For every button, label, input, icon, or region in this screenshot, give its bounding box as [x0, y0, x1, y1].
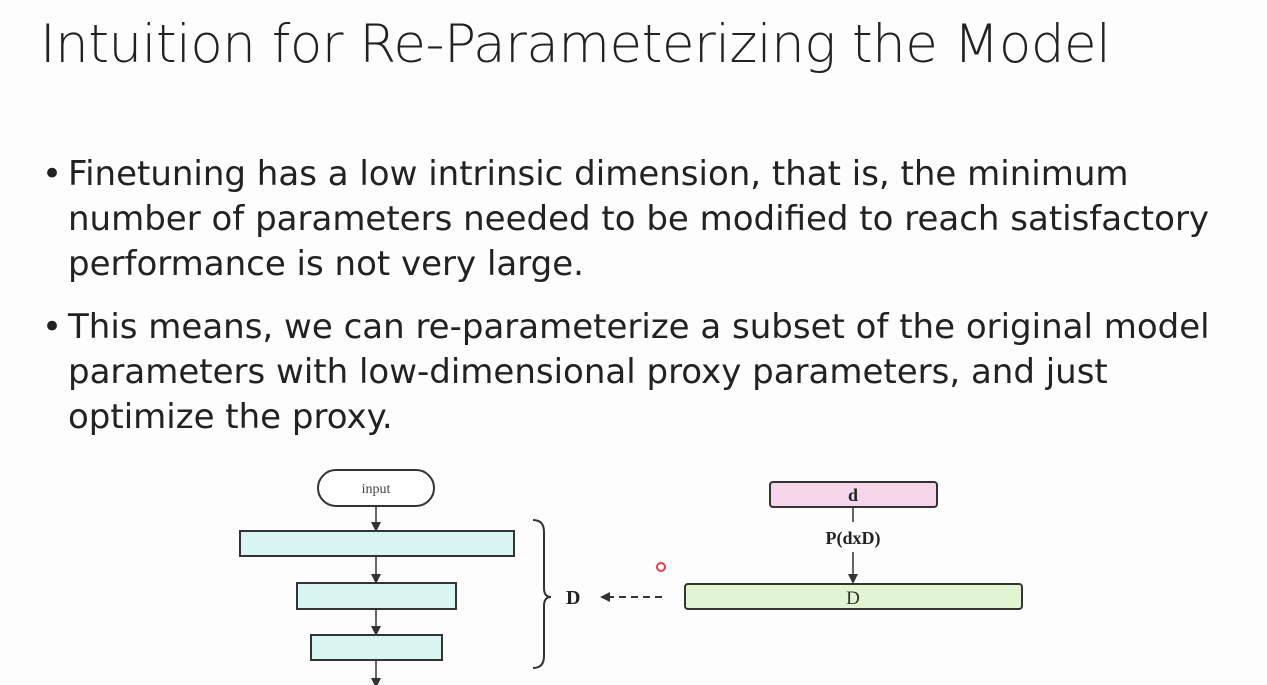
full-param-label: D: [846, 588, 860, 609]
bullet-dot: •: [42, 307, 63, 347]
slide-title: Intuition for Re-Parameterizing the Mode…: [40, 14, 1111, 75]
layer-box: [296, 582, 457, 610]
bullet-item: •This means, we can re-parameterize a su…: [40, 305, 1250, 440]
proxy-label: d: [848, 485, 858, 505]
bullet-text: This means, we can re-parameterize a sub…: [68, 307, 1210, 437]
brace: [532, 519, 552, 669]
brace-label: D: [566, 587, 580, 609]
input-label: input: [362, 482, 391, 497]
bullet-item: •Finetuning has a low intrinsic dimensio…: [40, 152, 1250, 287]
layer-box: [239, 530, 515, 557]
laser-pointer: [656, 562, 666, 572]
layer-box: [310, 634, 443, 661]
projection-label: P(dxD): [826, 528, 881, 549]
bullet-text: Finetuning has a low intrinsic dimension…: [68, 154, 1210, 284]
bullet-dot: •: [42, 154, 63, 194]
bullet-list: •Finetuning has a low intrinsic dimensio…: [40, 152, 1250, 458]
full-param-box: [684, 583, 1023, 610]
